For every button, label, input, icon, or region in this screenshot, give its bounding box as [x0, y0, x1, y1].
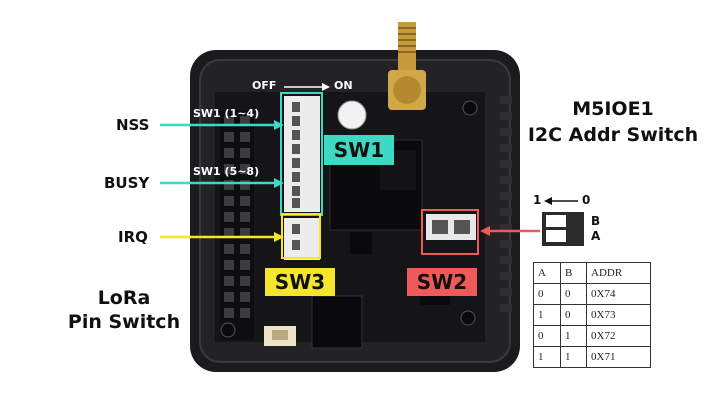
- mini-switch-b-label: B: [591, 214, 601, 228]
- table-header-cell: ADDR: [586, 262, 651, 284]
- sw1-group2-label: SW1 (5~8): [193, 165, 260, 178]
- m5ioe1-caption-line1: M5IOE1: [572, 98, 654, 120]
- table-header-cell: A: [533, 262, 561, 284]
- table-cell: 0: [533, 325, 561, 347]
- address-table: A B ADDR 0 0 0X74 1 0 0X73 0 1 0X72 1 1 …: [533, 262, 651, 368]
- mini-switch-left-label: 1: [533, 193, 542, 207]
- table-header-row: A B ADDR: [533, 262, 651, 284]
- sw1-tag: SW1: [324, 135, 394, 165]
- sw2-tag: SW2: [407, 268, 477, 296]
- table-cell: 0X71: [586, 346, 651, 368]
- table-cell: 1: [559, 346, 588, 368]
- table-cell: 1: [533, 346, 561, 368]
- sw1-dip-switch: [284, 96, 320, 212]
- pin-header: [220, 110, 254, 340]
- lora-caption-line2: Pin Switch: [67, 311, 181, 333]
- mini-switch-right-label: 0: [582, 193, 591, 207]
- table-cell: 0: [533, 283, 561, 305]
- table-cell: 0: [559, 283, 588, 305]
- table-row: 0 0 0X74: [533, 283, 651, 305]
- table-cell: 0X73: [586, 304, 651, 326]
- sw3-tag: SW3: [265, 268, 335, 296]
- sw1-group1-label: SW1 (1~4): [193, 107, 260, 120]
- nss-label: NSS: [116, 116, 150, 134]
- table-row: 0 1 0X72: [533, 325, 651, 347]
- sw2-outline: [421, 209, 479, 255]
- table-cell: 0X74: [586, 283, 651, 305]
- irq-label: IRQ: [118, 228, 148, 246]
- lora-caption-line1: LoRa: [97, 287, 151, 309]
- table-cell: 1: [559, 325, 588, 347]
- table-row: 1 1 0X71: [533, 346, 651, 368]
- table-cell: 0X72: [586, 325, 651, 347]
- table-cell: 0: [559, 304, 588, 326]
- m5ioe1-caption: M5IOE1 I2C Addr Switch: [510, 96, 716, 148]
- m5ioe1-caption-line2: I2C Addr Switch: [527, 124, 699, 146]
- busy-label: BUSY: [104, 174, 150, 192]
- sw3-dip-switch: [284, 218, 320, 260]
- antenna-connector: [388, 22, 426, 110]
- on-label: ON: [334, 79, 353, 92]
- table-row: 1 0 0X73: [533, 304, 651, 326]
- table-header-cell: B: [559, 262, 588, 284]
- table-cell: 1: [533, 304, 561, 326]
- lora-caption: LoRa Pin Switch: [44, 286, 204, 334]
- mini-switch-a-label: A: [591, 229, 601, 243]
- mini-switch-diagram: [542, 197, 584, 246]
- off-label: OFF: [252, 79, 277, 92]
